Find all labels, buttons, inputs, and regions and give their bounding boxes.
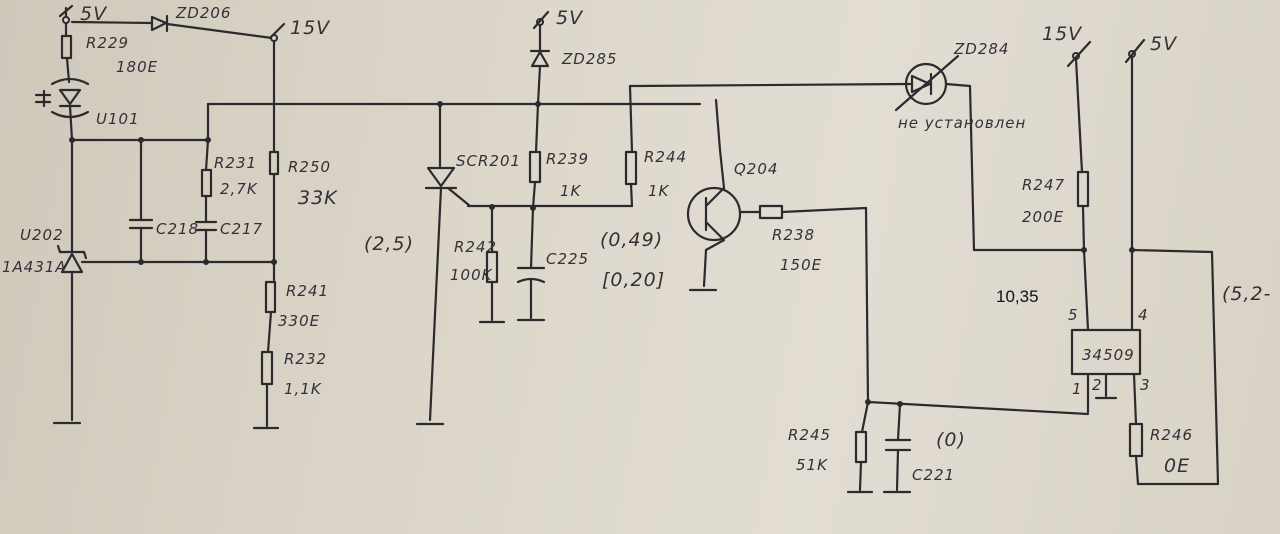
label-r245: R245 [788, 426, 831, 444]
resistor-r245 [854, 430, 868, 464]
label-rail-5v-right: 5V [1150, 33, 1178, 55]
label-r250: R250 [288, 158, 331, 176]
resistor-r229 [60, 34, 73, 60]
label-rail-15v-right: 15V [1042, 23, 1083, 45]
label-r244-value: 1K [648, 182, 670, 200]
label-r250-value: 33K [298, 187, 338, 209]
label-r246-value: 0E [1164, 455, 1190, 477]
label-r231: R231 [214, 154, 257, 172]
label-r245-value: 51K [796, 456, 828, 474]
label-pin-2: 2 [1092, 376, 1103, 394]
label-pin-3: 3 [1140, 376, 1151, 394]
measurement-10-35: 10,35 [996, 287, 1039, 306]
label-u202: U202 [20, 226, 64, 244]
label-r232-value: 1,1K [284, 380, 322, 398]
label-r247: R247 [1022, 176, 1065, 194]
label-zd285: ZD285 [561, 50, 617, 68]
resistor-r244 [624, 150, 638, 186]
label-pin-1: 1 [1072, 380, 1083, 398]
resistor-r232 [260, 350, 274, 386]
label-c221: C221 [912, 466, 955, 484]
label-r231-value: 2,7K [220, 180, 258, 198]
label-r242-value: 100K [450, 266, 493, 284]
zener-zd285 [529, 49, 551, 68]
resistor-r238 [758, 204, 784, 220]
rail-5v-top-left [58, 4, 74, 24]
zener-zd284-not-installed [894, 54, 960, 112]
label-r239-value: 1K [560, 182, 582, 200]
label-rail-5v-top-left: 5V [80, 3, 108, 25]
label-r241: R241 [286, 282, 329, 300]
capacitor-c221 [884, 438, 912, 452]
label-r247-value: 200E [1022, 208, 1064, 226]
label-pin-5: 5 [1068, 306, 1079, 324]
label-zd284: ZD284 [953, 40, 1009, 58]
rail-15v-right [1066, 40, 1092, 68]
label-r239: R239 [546, 150, 589, 168]
rail-5v-right [1124, 38, 1146, 64]
measurement-5-2: (5,2- [1222, 283, 1272, 305]
label-rail-5v-mid: 5V [556, 7, 584, 29]
transistor-q204 [686, 98, 762, 288]
zener-zd206 [150, 14, 169, 33]
label-ic-34509: 34509 [1082, 346, 1135, 364]
thyristor-scr201 [424, 166, 472, 208]
rail-15v-left [268, 22, 286, 42]
measurement-0: (0) [936, 429, 966, 451]
label-r241-value: 330E [278, 312, 320, 330]
resistor-r231 [200, 168, 213, 198]
label-r238: R238 [772, 226, 815, 244]
optocoupler-u101-led [34, 77, 90, 119]
label-c217: C217 [220, 220, 263, 238]
label-u101: U101 [96, 110, 140, 128]
measurement-0-49: (0,49) [600, 229, 663, 251]
label-zd206: ZD206 [175, 4, 231, 22]
label-q204: Q204 [734, 160, 778, 178]
measurement-2-5: (2,5) [364, 233, 414, 255]
label-r246: R246 [1150, 426, 1193, 444]
resistor-r241 [264, 280, 277, 314]
resistor-r239 [528, 150, 542, 184]
measurement-0-20: [0,20] [602, 269, 665, 291]
label-u202-part: 1A431A [2, 258, 67, 276]
label-c225: C225 [546, 250, 589, 268]
label-scr201: SCR201 [456, 152, 521, 170]
label-r238-value: 150E [780, 256, 822, 274]
capacitor-c218 [128, 218, 154, 230]
resistor-r246 [1128, 422, 1144, 458]
resistor-r247 [1076, 170, 1090, 208]
label-rail-15v-left: 15V [290, 17, 331, 39]
label-r232: R232 [284, 350, 327, 368]
label-r229: R229 [86, 34, 129, 52]
label-zd284-note: не установлен [898, 114, 1026, 132]
label-r242: R242 [454, 238, 497, 256]
resistor-r250 [268, 150, 280, 176]
label-pin-4: 4 [1138, 306, 1149, 324]
label-c218: C218 [156, 220, 199, 238]
label-r244: R244 [644, 148, 687, 166]
label-r229-value: 180E [116, 58, 158, 76]
